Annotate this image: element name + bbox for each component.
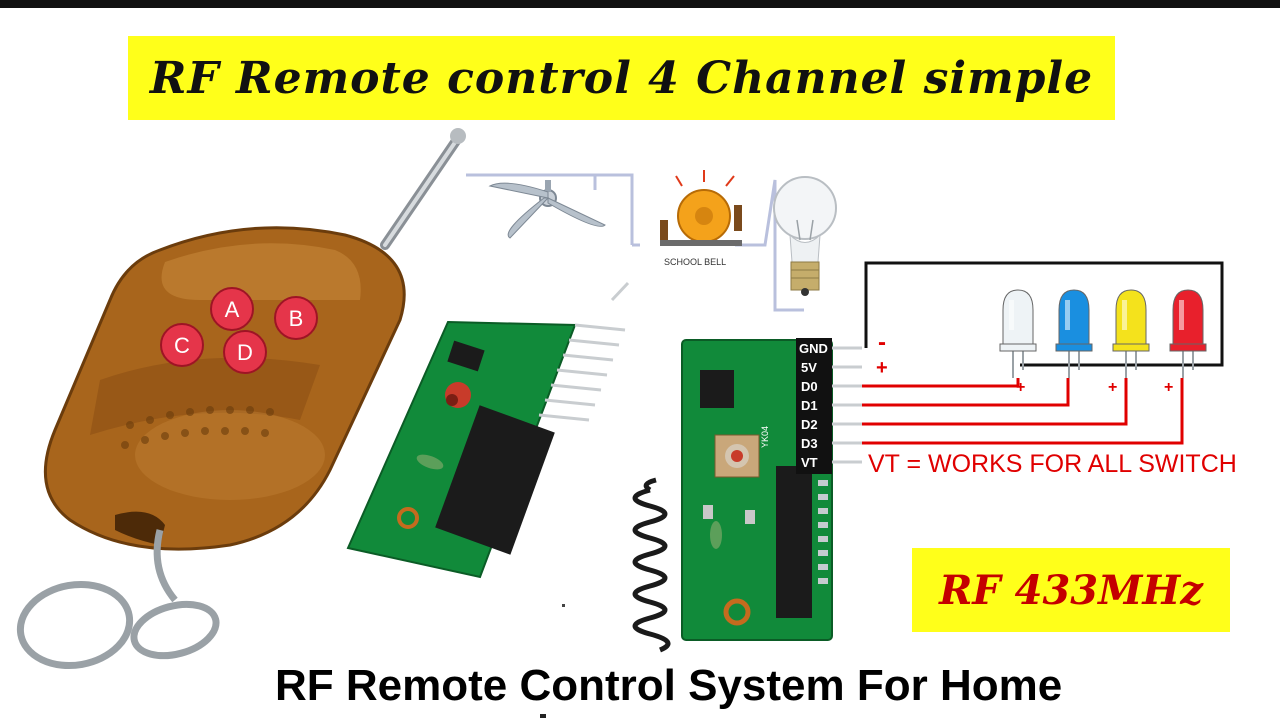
receiver-board-angled bbox=[346, 281, 630, 579]
led-plus-yellow: + bbox=[1108, 379, 1117, 396]
pin-header bbox=[796, 338, 832, 474]
led-white bbox=[999, 289, 1037, 378]
svg-text:B: B bbox=[289, 306, 304, 331]
led-yellow bbox=[1112, 289, 1150, 378]
remote-button-d: D bbox=[223, 330, 267, 374]
footer-title: RF Remote Control System For Home bbox=[275, 661, 1063, 710]
led-plus-red: + bbox=[1164, 379, 1173, 396]
school-bell: SCHOOL BELL bbox=[660, 170, 742, 267]
bell-label: SCHOOL BELL bbox=[664, 257, 726, 267]
ground-frame bbox=[864, 261, 1224, 367]
light-bulb bbox=[773, 176, 837, 296]
frequency-box: RF 433MHz bbox=[912, 548, 1230, 632]
ceiling-fan bbox=[488, 180, 606, 239]
key-ring bbox=[16, 529, 220, 670]
board-code: YK04 bbox=[760, 426, 770, 448]
svg-text:C: C bbox=[174, 333, 190, 358]
top-edge-bar bbox=[0, 0, 1280, 8]
remote-button-c: C bbox=[160, 323, 204, 367]
pin-label-5v: 5V bbox=[801, 360, 817, 375]
vcc-sign: + bbox=[876, 357, 888, 379]
receiver-board-front: YK04 GND 5V D0 D1 D2 D3 VT bbox=[681, 338, 862, 641]
remote-button-a: A bbox=[210, 287, 254, 331]
remote-button-b: B bbox=[274, 296, 318, 340]
led-wires bbox=[862, 378, 1184, 445]
pin-label-d0: D0 bbox=[801, 379, 818, 394]
appliance-wiring bbox=[466, 173, 804, 312]
svg-text:D: D bbox=[237, 340, 253, 365]
led-plus-white: + bbox=[1016, 379, 1025, 396]
page-title: RF Remote control 4 Channel simple bbox=[149, 52, 1094, 104]
pin-label-vt: VT bbox=[801, 455, 818, 470]
svg-text:A: A bbox=[225, 297, 240, 322]
title-banner: RF Remote control 4 Channel simple bbox=[128, 36, 1115, 120]
antenna-tip bbox=[450, 128, 466, 144]
remote-fob: A B C D bbox=[43, 128, 466, 551]
led-red bbox=[1169, 289, 1207, 378]
frequency-label: RF 433MHz bbox=[939, 566, 1203, 614]
pin-label-d1: D1 bbox=[801, 398, 818, 413]
pin-label-d2: D2 bbox=[801, 417, 818, 432]
pin-label-d3: D3 bbox=[801, 436, 818, 451]
led-group bbox=[999, 289, 1207, 378]
vt-note: VT = WORKS FOR ALL SWITCH bbox=[868, 450, 1237, 478]
gnd-sign: - bbox=[878, 329, 886, 356]
led-blue bbox=[1055, 289, 1093, 378]
coil-antenna bbox=[632, 477, 671, 653]
pin-label-gnd: GND bbox=[799, 341, 828, 356]
